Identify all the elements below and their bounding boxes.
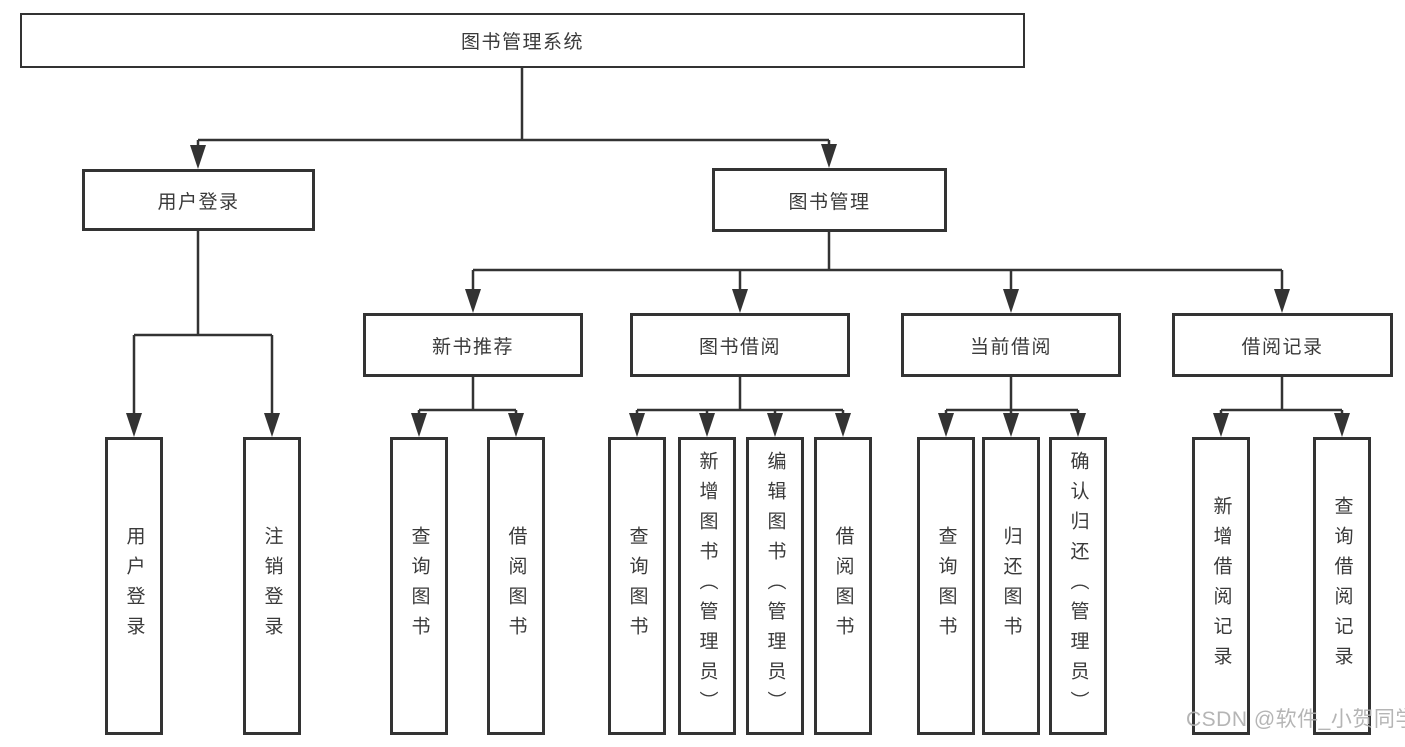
node-label: 借阅图书 xyxy=(832,526,854,646)
node-leaf-rec-query-books: 查询图书 xyxy=(390,437,448,735)
node-leaf-bor-add-books-admin: 新增图书（管理员） xyxy=(678,437,736,735)
arrowhead-rec-borrow-books xyxy=(508,413,524,437)
connector-book-mgmt-children xyxy=(465,232,1290,313)
arrowhead-login-user xyxy=(126,413,142,437)
node-label: 新增借阅记录 xyxy=(1210,496,1232,676)
arrowhead-new-book-rec xyxy=(465,289,481,313)
arrowhead-bor-borrow-books xyxy=(835,413,851,437)
node-borrowing-records: 借阅记录 xyxy=(1172,313,1393,377)
node-label: 注销登录 xyxy=(261,526,283,646)
connector-root-to-level1 xyxy=(190,68,837,169)
node-label: 归还图书 xyxy=(1000,526,1022,646)
node-leaf-cur-confirm-return-admin: 确认归还（管理员） xyxy=(1049,437,1107,735)
node-new-book-recommendation: 新书推荐 xyxy=(363,313,583,377)
connector-book-borrow-children xyxy=(629,377,851,437)
arrowhead-cur-return-books xyxy=(1003,413,1019,437)
connector-borrow-records-children xyxy=(1213,377,1350,437)
arrowhead-cur-query-books xyxy=(938,413,954,437)
node-leaf-rec-borrow-books: 借阅图书 xyxy=(487,437,545,735)
node-leaf-bor-borrow-books: 借阅图书 xyxy=(814,437,872,735)
node-library-management-system: 图书管理系统 xyxy=(20,13,1025,68)
node-label: 确认归还（管理员） xyxy=(1067,451,1089,721)
node-label: 查询图书 xyxy=(935,526,957,646)
csdn-watermark: CSDN @软件_小贺同学 xyxy=(1186,708,1405,731)
arrowhead-log-query-record xyxy=(1334,413,1350,437)
node-label: 查询借阅记录 xyxy=(1331,496,1353,676)
connector-user-login-children xyxy=(126,231,280,437)
node-leaf-query-borrow-record: 查询借阅记录 xyxy=(1313,437,1371,735)
node-label: 借阅图书 xyxy=(505,526,527,646)
node-label: 新增图书（管理员） xyxy=(696,451,718,721)
arrowhead-rec-query-books xyxy=(411,413,427,437)
node-label: 图书借阅 xyxy=(698,336,781,358)
arrowhead-bor-add-books xyxy=(699,413,715,437)
node-label: 当前借阅 xyxy=(969,336,1052,358)
node-label: 图书管理系统 xyxy=(460,32,584,53)
node-label: 用户登录 xyxy=(157,191,240,213)
node-leaf-bor-edit-books-admin: 编辑图书（管理员） xyxy=(746,437,804,735)
arrowhead-borrow-records xyxy=(1274,289,1290,313)
arrowhead-book-borrow xyxy=(732,289,748,313)
arrowhead-bor-query-books xyxy=(629,413,645,437)
arrowhead-log-add-record xyxy=(1213,413,1229,437)
arrowhead-logout-user xyxy=(264,413,280,437)
node-label: 查询图书 xyxy=(626,526,648,646)
node-user-login: 用户登录 xyxy=(82,169,315,231)
node-leaf-bor-query-books: 查询图书 xyxy=(608,437,666,735)
arrowhead-cur-confirm-return xyxy=(1070,413,1086,437)
arrowhead-book-mgmt xyxy=(821,144,837,168)
node-label: 图书管理 xyxy=(788,191,871,213)
node-leaf-cur-return-books: 归还图书 xyxy=(982,437,1040,735)
node-book-management: 图书管理 xyxy=(712,168,947,232)
node-label: 借阅记录 xyxy=(1241,336,1324,358)
node-label: 新书推荐 xyxy=(431,336,514,358)
arrowhead-user-login xyxy=(190,145,206,169)
node-leaf-logout: 注销登录 xyxy=(243,437,301,735)
arrowhead-bor-edit-books xyxy=(767,413,783,437)
node-label: 编辑图书（管理员） xyxy=(764,451,786,721)
node-leaf-cur-query-books: 查询图书 xyxy=(917,437,975,735)
node-label: 用户登录 xyxy=(123,526,145,646)
node-label: 查询图书 xyxy=(408,526,430,646)
node-leaf-add-borrow-record: 新增借阅记录 xyxy=(1192,437,1250,735)
connector-new-book-rec-children xyxy=(411,377,524,437)
node-leaf-user-login: 用户登录 xyxy=(105,437,163,735)
node-book-borrowing: 图书借阅 xyxy=(630,313,850,377)
node-current-borrowing: 当前借阅 xyxy=(901,313,1121,377)
arrowhead-current-borrow xyxy=(1003,289,1019,313)
connector-current-borrow-children xyxy=(938,377,1086,437)
